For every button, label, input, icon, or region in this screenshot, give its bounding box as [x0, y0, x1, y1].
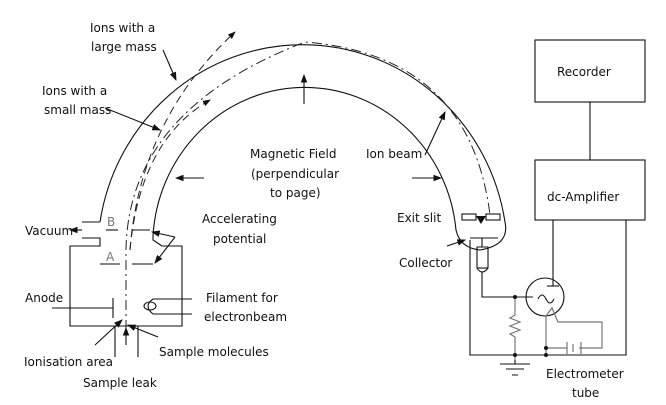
label-ions-small-2: small mass	[44, 103, 111, 117]
annotation-arrows	[68, 49, 467, 346]
label-sample-leak: Sample leak	[83, 376, 157, 390]
ground-icon	[500, 363, 530, 376]
label-electrometer-2: tube	[572, 386, 599, 400]
label-amplifier: dc-Amplifier	[547, 190, 619, 204]
label-filament-1: Filament for	[206, 291, 278, 305]
ion-source	[52, 221, 192, 357]
label-vacuum: Vacuum	[25, 224, 73, 238]
exit-slit-right	[485, 213, 501, 221]
battery-icon	[546, 342, 590, 354]
electrometer-tube-icon	[525, 277, 565, 317]
label-ions-small-1: Ions with a	[42, 84, 107, 98]
label-anode: Anode	[25, 291, 63, 305]
label-ionisation: Ionisation area	[24, 355, 113, 369]
label-field-2: (perpendicular	[251, 167, 339, 181]
label-exit-slit: Exit slit	[397, 211, 441, 225]
label-accel-1: Accelerating	[202, 212, 277, 226]
ion-paths	[125, 31, 491, 330]
label-field-1: Magnetic Field	[250, 147, 336, 161]
label-filament-2: electronbeam	[204, 310, 287, 324]
label-sample-molecules: Sample molecules	[159, 345, 269, 359]
label-slit-b: B	[107, 215, 115, 229]
flight-tube	[99, 44, 507, 251]
label-recorder: Recorder	[557, 65, 611, 79]
small-mass-path	[129, 99, 211, 251]
label-collector: Collector	[399, 256, 452, 270]
label-electrometer-1: Electrometer	[546, 367, 624, 381]
label-ions-large-2: large mass	[91, 40, 157, 54]
label-field-3: to page)	[270, 186, 321, 200]
large-mass-path	[129, 31, 236, 251]
labels: Ions with a large mass Ions with a small…	[24, 21, 624, 400]
resistor-icon	[508, 297, 522, 360]
label-slit-a: A	[106, 250, 115, 264]
collector-assembly	[461, 213, 501, 273]
label-ions-large-1: Ions with a	[90, 21, 155, 35]
electrometer-circuit	[469, 39, 646, 376]
filament-icon	[143, 301, 157, 311]
label-accel-2: potential	[213, 232, 266, 246]
label-ion-beam: Ion beam	[366, 147, 422, 161]
exit-slit-left	[461, 213, 477, 221]
filament-leads	[147, 298, 192, 315]
